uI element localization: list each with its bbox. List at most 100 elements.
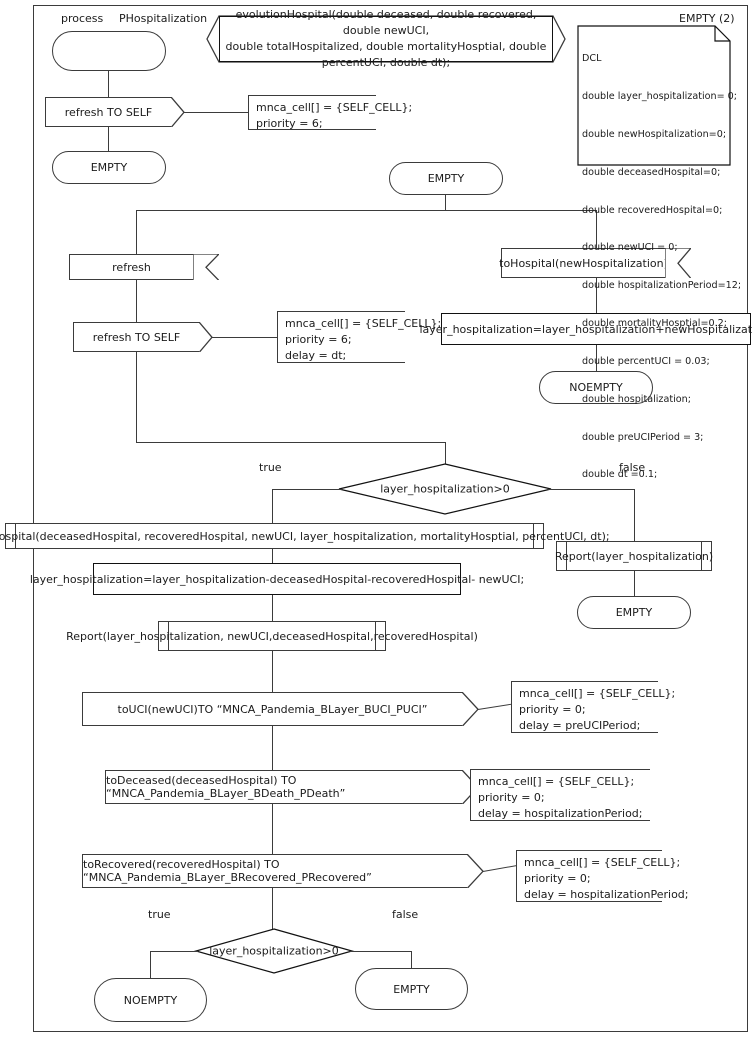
input-refresh: refresh xyxy=(69,253,219,281)
procedure-call-report-short-label: Report(layer_hospitalization) xyxy=(554,549,714,563)
connector-deceased-down xyxy=(272,804,274,854)
declaration-outline xyxy=(577,25,731,166)
procdef-line-1: evolutionHospital(double deceased, doubl… xyxy=(235,8,537,38)
decision-layer-hospitalization-2: layer_hospitalization>0 xyxy=(193,928,355,974)
state-start-empty xyxy=(52,31,166,71)
input-to-hospital-label: toHospital(newHospitalization) xyxy=(499,256,668,270)
connector-decision1-false-down xyxy=(634,489,636,541)
decision-2-false-label: false xyxy=(392,908,419,921)
procedure-call-report-full-label: Report(layer_hospitalization, newUCI,dec… xyxy=(66,629,478,643)
state-final-noempty-label: NOEMPTY xyxy=(123,993,178,1007)
output-refresh-to-self-loop: refresh TO SELF xyxy=(73,321,199,353)
dcl-line-5: double hospitalizationPeriod=12; xyxy=(582,280,742,292)
comment-loop-refresh: mnca_cell[] = {SELF_CELL}; priority = 6;… xyxy=(277,311,441,363)
connector-refresh-down xyxy=(136,280,138,322)
connector-split-left xyxy=(136,210,138,254)
connector-start-to-refresh xyxy=(108,71,110,97)
comment-line-loop-refresh xyxy=(212,337,277,339)
state-entry-empty-label: EMPTY xyxy=(427,172,465,185)
dcl-line-3: double recoveredHospital=0; xyxy=(582,204,723,216)
process-frame xyxy=(33,5,748,1032)
state-empty-after-init-label: EMPTY xyxy=(90,161,128,174)
input-notch-shape-hosp xyxy=(665,247,691,279)
dcl-line-7: double percentUCI = 0.03; xyxy=(582,355,710,367)
connector-into-decision1 xyxy=(445,442,447,464)
decision-2-true-label: true xyxy=(148,908,171,921)
connector-entry-down xyxy=(445,195,447,210)
connector-uci-down xyxy=(272,726,274,770)
state-noempty-hospitalization-label: NOEMPTY xyxy=(569,381,623,394)
decision-diamond-shape-2 xyxy=(193,928,355,974)
process-name-label: PHospitalization xyxy=(119,12,208,25)
procedure-call-report-full: Report(layer_hospitalization, newUCI,dec… xyxy=(66,621,478,651)
output-refresh-to-self-init: refresh TO SELF xyxy=(45,96,171,128)
dcl-line-1: double newHospitalization=0; xyxy=(582,128,727,140)
connector-subtract-down xyxy=(272,595,274,621)
output-to-uci-label: toUCI(newUCI)TO “MNCA_Pandemia_BLayer_BU… xyxy=(117,702,428,716)
connector-decision2-true-down xyxy=(150,951,152,978)
decision-2-condition: layer_hospitalization>0 xyxy=(209,944,339,958)
output-to-uci: toUCI(newUCI)TO “MNCA_Pandemia_BLayer_BU… xyxy=(82,691,462,727)
comment-to-uci: mnca_cell[] = {SELF_CELL}; priority = 0;… xyxy=(511,681,675,733)
dcl-line-9: double preUCIPeriod = 3; xyxy=(582,431,704,443)
connector-decision2-false xyxy=(350,951,411,953)
connector-loop-down xyxy=(136,352,138,442)
declaration-text: DCL double layer_hospitalization= 0; dou… xyxy=(578,26,741,480)
decision-1-true-label: true xyxy=(259,461,282,474)
state-empty-after-init: EMPTY xyxy=(52,151,166,184)
connector-refresh-to-empty xyxy=(108,127,110,151)
connector-loop-right xyxy=(136,442,445,444)
procedure-call-report-short: Report(layer_hospitalization) xyxy=(554,541,714,571)
connector-decision2-true xyxy=(150,951,198,953)
input-to-hospital: toHospital(newHospitalization) xyxy=(499,247,691,279)
connector-split-right xyxy=(596,210,598,248)
process-keyword-label: process xyxy=(61,12,104,25)
decision-diamond-shape-1 xyxy=(338,463,552,515)
procedure-call-evolution-hospital-label: evolutionHospital(deceasedHospital, reco… xyxy=(0,529,610,543)
connector-decision1-true-down xyxy=(272,489,274,523)
connector-report-short-to-empty xyxy=(634,571,636,596)
procedure-call-evolution-hospital: evolutionHospital(deceasedHospital, reco… xyxy=(0,523,610,549)
dcl-line-6: double mortalityHosptial=0.2; xyxy=(582,318,727,330)
output-to-deceased-label: toDeceased(deceasedHospital) TO “MNCA_Pa… xyxy=(106,774,346,800)
comment-to-recovered: mnca_cell[] = {SELF_CELL}; priority = 0;… xyxy=(516,850,689,902)
connector-split-bar xyxy=(136,210,597,212)
task-subtract-outflows-label: layer_hospitalization=layer_hospitalizat… xyxy=(29,572,525,586)
connector-report-full-down xyxy=(272,651,274,692)
connector-task-to-noempty xyxy=(596,345,598,371)
task-add-hospitalization-label: layer_hospitalization=layer_hospitalizat… xyxy=(419,322,752,336)
state-final-noempty: NOEMPTY xyxy=(94,978,207,1022)
connector-decision1-false xyxy=(548,489,634,491)
dcl-line-0: double layer_hospitalization= 0; xyxy=(582,91,738,103)
input-notch-shape xyxy=(193,253,219,281)
connector-recovered-down xyxy=(272,888,274,929)
decision-layer-hospitalization-1: layer_hospitalization>0 xyxy=(338,463,552,515)
procedure-definition-block: evolutionHospital(double deceased, doubl… xyxy=(206,8,566,69)
output-to-deceased: toDeceased(deceasedHospital) TO “MNCA_Pa… xyxy=(105,769,462,805)
input-refresh-label: refresh xyxy=(112,260,151,274)
state-empty-false-branch: EMPTY xyxy=(577,596,691,629)
state-empty-false-branch-label: EMPTY xyxy=(615,606,653,619)
comment-to-deceased: mnca_cell[] = {SELF_CELL}; priority = 0;… xyxy=(470,769,650,821)
declaration-block: DCL double layer_hospitalization= 0; dou… xyxy=(577,25,741,480)
state-entry-empty: EMPTY xyxy=(389,162,503,195)
dcl-line-10: double dt =0.1; xyxy=(582,469,658,481)
connector-hosp-to-task xyxy=(596,278,598,313)
procdef-line-2: double totalHospitalized, double mortali… xyxy=(225,40,547,69)
comment-line-init-refresh xyxy=(184,112,248,114)
task-subtract-outflows: layer_hospitalization=layer_hospitalizat… xyxy=(30,563,524,595)
output-to-recovered: toRecovered(recoveredHospital) TO “MNCA_… xyxy=(82,853,467,889)
task-add-hospitalization: layer_hospitalization=layer_hospitalizat… xyxy=(419,313,752,345)
output-refresh-to-self-init-label: refresh TO SELF xyxy=(64,105,153,119)
decision-1-condition: layer_hospitalization>0 xyxy=(380,482,510,496)
dcl-line-8: double hospitalization; xyxy=(582,393,691,405)
state-final-empty: EMPTY xyxy=(355,968,468,1010)
connector-evolution-down xyxy=(272,549,274,576)
connector-decision2-false-down xyxy=(411,951,413,968)
decision-1-false-label: false xyxy=(619,461,646,474)
output-refresh-to-self-loop-label: refresh TO SELF xyxy=(92,330,181,344)
dcl-line-4: double newUCI = 0; xyxy=(582,242,678,254)
corner-state-label: EMPTY (2) xyxy=(679,12,735,25)
comment-init-refresh: mnca_cell[] = {SELF_CELL}; priority = 6; xyxy=(248,95,412,130)
